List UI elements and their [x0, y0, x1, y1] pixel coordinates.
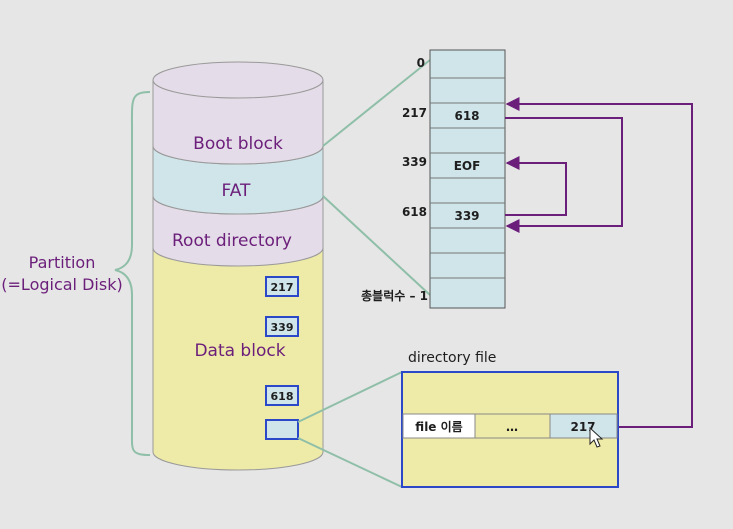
- directory-file: directory file file 이름 … 217: [401, 350, 619, 488]
- dir-entry-name: file 이름: [415, 419, 462, 434]
- partition-label-line1: Partition: [29, 253, 96, 272]
- fat-index-0: 0: [417, 56, 425, 70]
- dir-entry-start-cell: [549, 413, 618, 439]
- dir-entry-name-cell: [402, 413, 476, 439]
- cylinder-top: [152, 61, 324, 99]
- fat-entry-339: EOF: [454, 159, 481, 173]
- data-block-339-label: 339: [271, 321, 294, 334]
- data-block-618: [265, 385, 299, 406]
- fat-connector-top: [322, 59, 431, 147]
- data-block-217-label: 217: [271, 281, 294, 294]
- disk-cylinder: Boot block FAT Root directory Data block…: [152, 61, 324, 471]
- fat-index-618: 618: [402, 205, 427, 219]
- dir-connector-top: [297, 371, 403, 423]
- dir-entry-ellipsis: …: [506, 420, 518, 434]
- chain-arrow-217-to-618: [505, 117, 623, 233]
- data-block-region: [152, 247, 324, 471]
- fat-entry-618: 339: [454, 209, 479, 223]
- partition-brace: [114, 91, 151, 456]
- chain-arrow-618-to-339: [505, 156, 567, 216]
- data-block-label: Data block: [194, 341, 285, 361]
- data-block-217: [265, 276, 299, 297]
- boot-block-region: [152, 79, 324, 165]
- chain-arrow-dir-to-217: [505, 97, 693, 428]
- directory-block: [265, 419, 299, 440]
- data-block-339: [265, 316, 299, 337]
- fat-index-last: 총블럭수 – 1: [361, 288, 428, 303]
- fat-table-body: [429, 49, 506, 309]
- mouse-cursor-icon: [589, 426, 604, 448]
- dir-entry-start-block: 217: [570, 420, 595, 434]
- fat-entry-217: 618: [454, 109, 479, 123]
- fat-index-217: 217: [402, 106, 427, 120]
- boot-block-label: Boot block: [193, 134, 283, 154]
- fat-label: FAT: [222, 181, 252, 201]
- data-block-618-label: 618: [271, 390, 294, 403]
- dir-entry-ellipsis-cell: [474, 413, 551, 439]
- root-directory-label: Root directory: [172, 231, 292, 251]
- fat-index-339: 339: [402, 155, 427, 169]
- fat-connector-bottom: [322, 195, 431, 296]
- dir-connector-bottom: [297, 437, 403, 488]
- partition-label-line2: (=Logical Disk): [1, 275, 122, 294]
- directory-file-title: directory file: [408, 350, 496, 366]
- fat-table: 0 217 339 618 총블럭수 – 1 618 EOF 339: [361, 49, 506, 309]
